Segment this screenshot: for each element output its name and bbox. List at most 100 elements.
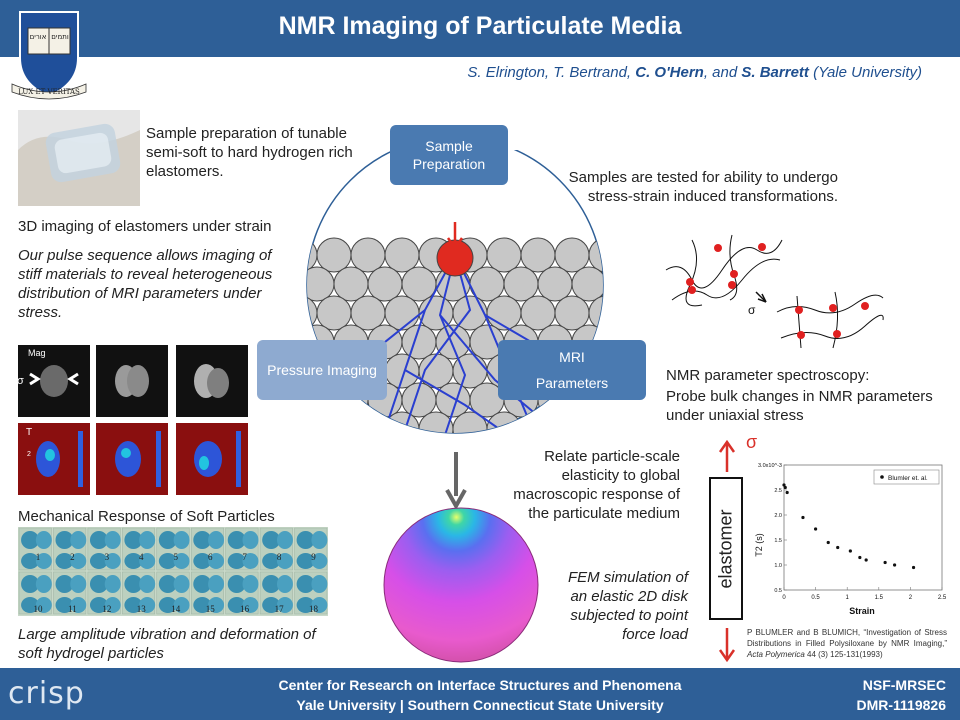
- footer-nsf: NSF-MRSEC: [862, 677, 946, 693]
- hydrogel-particle: [139, 553, 156, 569]
- hydrogel-particle: [276, 575, 293, 593]
- granular-particle: [384, 353, 420, 389]
- x-tick-label: 0: [782, 595, 786, 601]
- force-chain: [404, 254, 472, 431]
- frame-number: 11: [68, 604, 77, 614]
- frame-number: 13: [137, 604, 147, 614]
- force-chain: [438, 254, 467, 433]
- data-point: [783, 485, 787, 490]
- hydrogel-particle: [89, 575, 108, 593]
- data-point: [814, 527, 818, 531]
- hydrogel-particle: [124, 553, 143, 569]
- frame-number: 16: [240, 604, 250, 614]
- hydrogel-particle: [208, 597, 225, 613]
- hydrogel-particle: [158, 553, 177, 569]
- hydrogel-particle: [89, 553, 108, 569]
- granular-particle: [520, 237, 556, 273]
- hydrogel-particle: [173, 575, 190, 593]
- fem-disk-simulation: [383, 507, 539, 663]
- y-tick-label: 3.0x10^-3: [758, 463, 782, 469]
- hydrogel-particle: [35, 531, 52, 549]
- hydrogel-particle: [276, 531, 293, 549]
- footer-bar: crisp Center for Research on Interface S…: [0, 668, 960, 720]
- frame-number: 1: [36, 552, 41, 562]
- data-point: [836, 545, 840, 550]
- title-bar: NMR Imaging of Particulate Media: [0, 0, 960, 57]
- t2-map-image-3: [176, 423, 248, 495]
- hydrogel-particle: [262, 553, 281, 569]
- mri-magnitude-image-3: [176, 345, 248, 417]
- granular-particle: [537, 266, 573, 302]
- chart-xlabel: Strain: [849, 606, 875, 616]
- frame-number: 15: [206, 604, 216, 614]
- granular-particle: [554, 411, 590, 433]
- nmr-spectroscopy-heading: NMR parameter spectroscopy:: [666, 367, 870, 384]
- frame-number: 12: [102, 604, 111, 614]
- hydrogel-particle: [139, 575, 156, 593]
- hydrogel-particle: [227, 531, 246, 549]
- reference-citation: P BLUMLER and B BLUMICH, “Investigation …: [747, 628, 947, 659]
- force-chain: [384, 254, 456, 431]
- sigma-stress-label: σ: [746, 432, 758, 452]
- granular-particle: [384, 237, 420, 273]
- imaging-heading: 3D imaging of elastomers under strain: [18, 218, 272, 235]
- granular-particle: [588, 411, 603, 433]
- data-point: [911, 565, 916, 570]
- hydrogel-particle: [124, 531, 143, 549]
- hydrogel-particle: [311, 597, 328, 613]
- hydrogel-particle: [104, 575, 121, 593]
- yale-crest-logo: אורים ותמים LUX ET VERITAS: [11, 11, 87, 100]
- granular-particle: [307, 411, 318, 433]
- chart-legend: Blumler et. al.: [888, 475, 928, 482]
- x-tick-label: 1: [846, 595, 850, 601]
- granular-particle: [350, 295, 386, 331]
- t2-map-image-1: T 2: [18, 423, 90, 495]
- hydrogel-particle: [208, 531, 225, 549]
- frame-number: 17: [275, 604, 285, 614]
- stress-arrow-up-icon: [718, 440, 736, 472]
- frame-number: 14: [171, 604, 181, 614]
- data-point: [785, 490, 789, 495]
- hydrogel-particle: [55, 531, 74, 549]
- frame-number: 2: [70, 552, 75, 562]
- frame-number: 8: [277, 552, 282, 562]
- frame-number: 18: [309, 604, 319, 614]
- y-tick-label: 1.5: [774, 538, 782, 544]
- hydrogel-particle: [173, 553, 190, 569]
- data-point: [893, 563, 897, 567]
- hydrogel-particle: [21, 553, 40, 569]
- granular-particle: [316, 237, 352, 273]
- data-point: [848, 549, 852, 553]
- frame-number: 5: [174, 552, 179, 562]
- hydrogel-particle: [158, 597, 177, 613]
- hydrogel-particle: [208, 575, 225, 593]
- footer-grant: DMR-1119826: [856, 697, 946, 713]
- mri-magnitude-image-2: [96, 345, 168, 417]
- granular-particle: [333, 266, 369, 302]
- granular-particle: [486, 237, 522, 273]
- hydrogel-particle: [193, 597, 212, 613]
- svg-text:σ: σ: [748, 303, 756, 317]
- x-tick-label: 1.5: [875, 595, 884, 601]
- x-tick-label: 2: [909, 595, 913, 601]
- force-chain: [454, 254, 536, 433]
- granular-particle: [571, 266, 603, 302]
- hydrogel-particle: [193, 553, 212, 569]
- hydrogel-particle: [311, 575, 328, 593]
- crisp-logo: crisp: [8, 676, 85, 711]
- hydrogel-particle: [104, 553, 121, 569]
- hydrogel-particle: [173, 597, 190, 613]
- granular-particle: [554, 295, 590, 331]
- fem-simulation-text: FEM simulation of an elastic 2D disk sub…: [567, 569, 688, 643]
- hydrogel-particle: [242, 531, 259, 549]
- hydrogel-particle: [262, 531, 281, 549]
- svg-text:T: T: [26, 427, 32, 438]
- svg-text:2: 2: [27, 451, 31, 458]
- elastomer-label: elastomer: [715, 508, 736, 589]
- granular-particle: [588, 295, 603, 331]
- pressure-imaging-box: Pressure Imaging: [257, 340, 387, 400]
- frame-number: 4: [139, 552, 144, 562]
- data-point: [864, 558, 868, 562]
